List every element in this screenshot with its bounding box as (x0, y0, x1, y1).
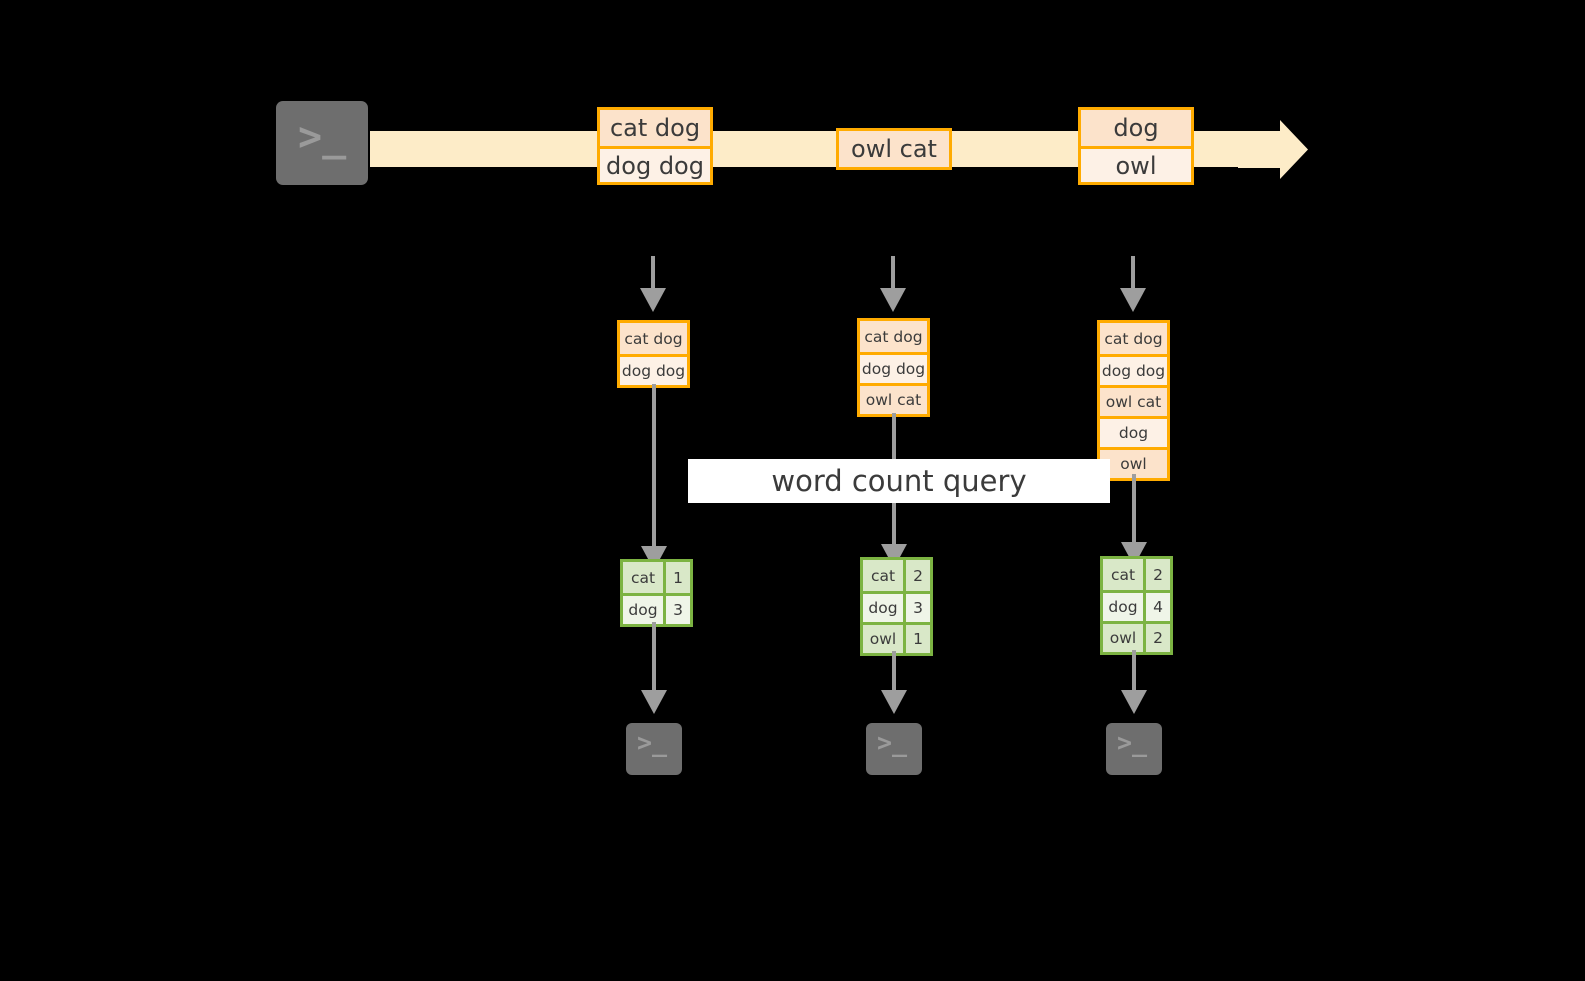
snapshot-2-input-box: cat dog dog dog owl cat (857, 318, 930, 417)
result-word: dog (1103, 593, 1146, 621)
snapshot-2-result-table: cat 2 dog 3 owl 1 (860, 557, 933, 656)
record-line: cat dog (600, 110, 710, 146)
result-word: owl (863, 625, 906, 653)
dashed-arrowhead-2-icon (880, 288, 906, 312)
result-count: 1 (906, 625, 930, 653)
table-row: dog 3 (863, 591, 930, 622)
source-terminal-icon: >_ (267, 92, 377, 194)
terminal-body (626, 723, 682, 775)
result-count: 2 (1146, 624, 1170, 652)
terminal-prompt-label: >_ (1117, 728, 1148, 757)
snapshot-3-result-table: cat 2 dog 4 owl 2 (1100, 556, 1173, 655)
stream-record-2: owl cat (836, 128, 952, 170)
terminal-body (1106, 723, 1162, 775)
result-word: cat (1103, 559, 1146, 590)
result-count: 3 (666, 596, 690, 624)
input-line: cat dog (860, 321, 927, 352)
input-line: owl (1100, 447, 1167, 478)
stream-arrowhead-icon (1238, 120, 1308, 179)
input-line: dog dog (860, 352, 927, 383)
sink-arrowhead-3-icon (1121, 690, 1147, 714)
terminal-prompt-label: >_ (637, 728, 668, 757)
query-arrowhead-3-icon (1121, 542, 1147, 566)
dashed-connector-1 (651, 256, 655, 292)
result-count: 2 (906, 560, 930, 591)
query-label: word count query (688, 459, 1110, 503)
result-word: dog (623, 596, 666, 624)
dashed-connector-3 (1131, 256, 1135, 292)
result-count: 1 (666, 562, 690, 593)
table-row: cat 2 (863, 560, 930, 591)
terminal-body (276, 101, 368, 185)
result-word: owl (1103, 624, 1146, 652)
result-word: dog (863, 594, 906, 622)
sink-connector-2 (892, 651, 896, 694)
snapshot-1-input-box: cat dog dog dog (617, 320, 690, 388)
dashed-arrowhead-1-icon (640, 288, 666, 312)
snapshot-3-input-box: cat dog dog dog owl cat dog owl (1097, 320, 1170, 481)
input-line: cat dog (620, 323, 687, 354)
table-row: dog 4 (1103, 590, 1170, 621)
sink-connector-3 (1132, 650, 1136, 694)
stream-record-3: dog owl (1078, 107, 1194, 185)
terminal-prompt-label: >_ (877, 728, 908, 757)
input-line: cat dog (1100, 323, 1167, 354)
dashed-arrowhead-3-icon (1120, 288, 1146, 312)
record-line: owl cat (839, 131, 949, 167)
dashed-connector-2 (891, 256, 895, 292)
input-line: dog dog (1100, 354, 1167, 385)
query-arrowhead-2-icon (881, 544, 907, 568)
input-line: dog dog (620, 354, 687, 385)
query-connector-1 (652, 384, 656, 552)
input-line: dog (1100, 416, 1167, 447)
query-arrowhead-1-icon (641, 546, 667, 570)
record-line: dog (1081, 110, 1191, 146)
query-connector-3 (1132, 474, 1136, 552)
table-row: owl 2 (1103, 621, 1170, 652)
terminal-prompt-label: >_ (298, 114, 347, 160)
input-line: owl cat (1100, 385, 1167, 416)
input-line: owl cat (860, 383, 927, 414)
snapshot-1-sink-terminal-icon: >_ (620, 717, 688, 781)
result-word: cat (623, 562, 666, 593)
stream-record-1: cat dog dog dog (597, 107, 713, 185)
table-row: cat 2 (1103, 559, 1170, 590)
record-line: dog dog (600, 146, 710, 182)
result-count: 3 (906, 594, 930, 622)
result-count: 2 (1146, 559, 1170, 590)
snapshot-1-result-table: cat 1 dog 3 (620, 559, 693, 627)
terminal-body (866, 723, 922, 775)
record-line: owl (1081, 146, 1191, 182)
snapshot-3-sink-terminal-icon: >_ (1100, 717, 1168, 781)
result-word: cat (863, 560, 906, 591)
sink-arrowhead-1-icon (641, 690, 667, 714)
table-row: cat 1 (623, 562, 690, 593)
table-row: dog 3 (623, 593, 690, 624)
table-row: owl 1 (863, 622, 930, 653)
sink-connector-1 (652, 622, 656, 694)
result-count: 4 (1146, 593, 1170, 621)
snapshot-2-sink-terminal-icon: >_ (860, 717, 928, 781)
sink-arrowhead-2-icon (881, 690, 907, 714)
